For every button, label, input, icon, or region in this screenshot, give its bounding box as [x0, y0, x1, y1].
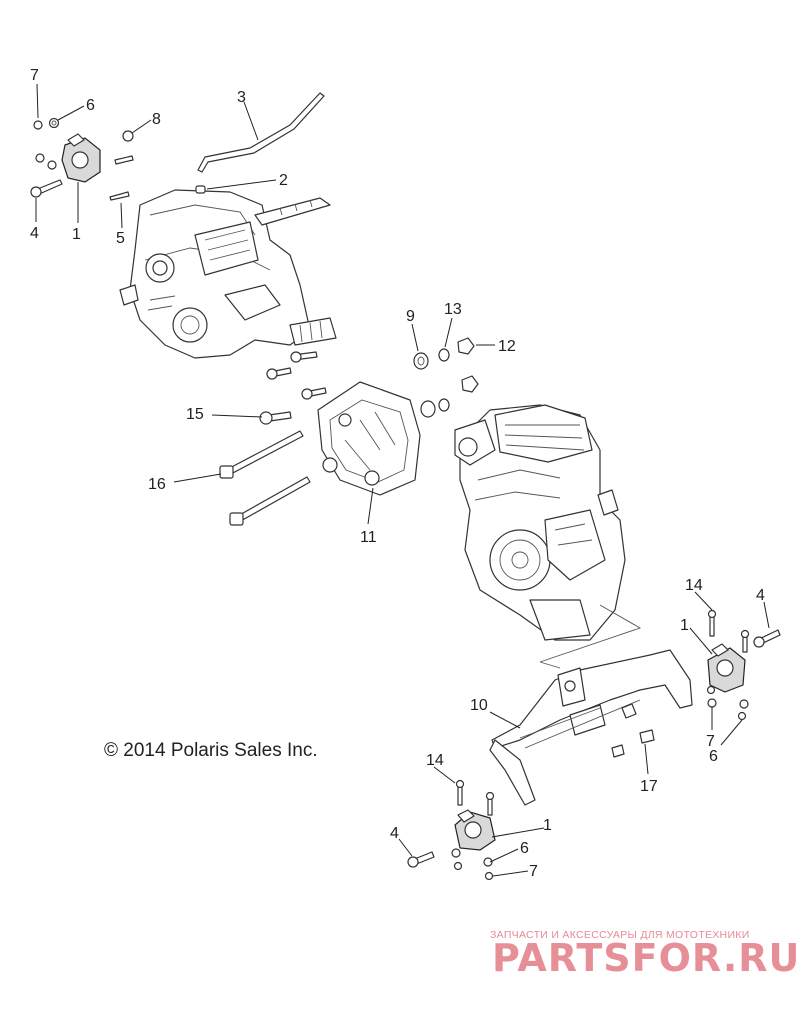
- callout-7: 7: [30, 67, 39, 84]
- callout-3: 3: [237, 89, 246, 106]
- engine-frame-reference-lines: [539, 604, 642, 669]
- callout-10: 10: [470, 697, 488, 714]
- callout-7: 7: [706, 733, 715, 750]
- watermark-tagline: ЗАПЧАСТИ И АКСЕССУАРЫ ДЛЯ МОТОТЕХНИКИ: [490, 929, 750, 941]
- callout-6: 6: [86, 97, 95, 114]
- callout-5: 5: [116, 230, 125, 247]
- callout-13: 13: [444, 301, 462, 318]
- watermark-logo: PARTSFOR.RU: [492, 936, 800, 980]
- engine-mount-lower: [454, 809, 496, 851]
- callout-8: 8: [152, 111, 161, 128]
- callout-6: 6: [520, 840, 529, 857]
- tube-fitting: [195, 185, 206, 194]
- callout-2: 2: [279, 172, 288, 189]
- callout-7: 7: [529, 863, 538, 880]
- transmission-assembly: [119, 189, 337, 359]
- engine-mount-right: [707, 643, 746, 693]
- callout-14: 14: [426, 752, 444, 769]
- leader-lines: [35, 83, 770, 877]
- upper-left-hardware: [30, 117, 134, 201]
- callout-4: 4: [390, 825, 399, 842]
- engine-bracket: [317, 381, 421, 496]
- callout-1: 1: [543, 817, 552, 834]
- engine-assembly: [454, 404, 626, 641]
- callout-1: 1: [680, 617, 689, 634]
- callout-4: 4: [30, 225, 39, 242]
- callout-16: 16: [148, 476, 166, 493]
- right-side-hardware: [611, 609, 781, 758]
- callout-17: 17: [640, 778, 658, 795]
- callout-15: 15: [186, 406, 204, 423]
- callout-4: 4: [756, 587, 765, 604]
- bushings: [413, 337, 479, 418]
- callout-9: 9: [406, 308, 415, 325]
- callout-numbers: 7 6 8 3 2 4 1 5 9 13 12 15 16 11 14 4 1 …: [30, 67, 765, 880]
- copyright-notice: © 2014 Polaris Sales Inc.: [104, 740, 318, 761]
- engine-frame: [489, 649, 693, 806]
- bolt-15: [259, 411, 292, 425]
- callout-12: 12: [498, 338, 516, 355]
- long-bolts-16: [219, 430, 311, 526]
- lower-hardware: [407, 779, 495, 881]
- callout-11: 11: [360, 529, 377, 546]
- transmission-mount-upper: [61, 133, 101, 183]
- breather-tube: [197, 92, 325, 173]
- transmission-mount-bolts: [266, 351, 327, 400]
- callout-1: 1: [72, 226, 81, 243]
- callout-14: 14: [685, 577, 703, 594]
- callout-6: 6: [709, 748, 718, 765]
